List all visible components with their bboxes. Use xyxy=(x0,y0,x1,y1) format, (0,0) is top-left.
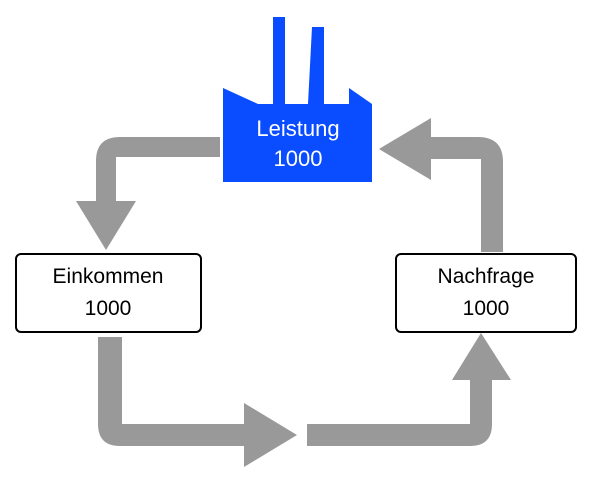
factory-value: 1000 xyxy=(274,146,323,171)
arrow-einkommen-to-nachfrage xyxy=(98,333,511,467)
arrow-nachfrage-to-leistung xyxy=(379,118,503,252)
factory-label: Leistung xyxy=(256,116,339,141)
income-label: Einkommen xyxy=(53,265,164,288)
income-value: 1000 xyxy=(85,297,132,320)
income-box xyxy=(15,253,202,333)
demand-node: Nachfrage 1000 xyxy=(395,253,577,333)
income-node: Einkommen 1000 xyxy=(15,253,202,333)
demand-value: 1000 xyxy=(463,297,510,320)
demand-box xyxy=(395,253,577,333)
demand-label: Nachfrage xyxy=(438,265,535,288)
factory-icon xyxy=(223,17,372,182)
factory-node: Leistung 1000 xyxy=(223,17,372,182)
arrow-leistung-to-einkommen xyxy=(76,137,220,250)
